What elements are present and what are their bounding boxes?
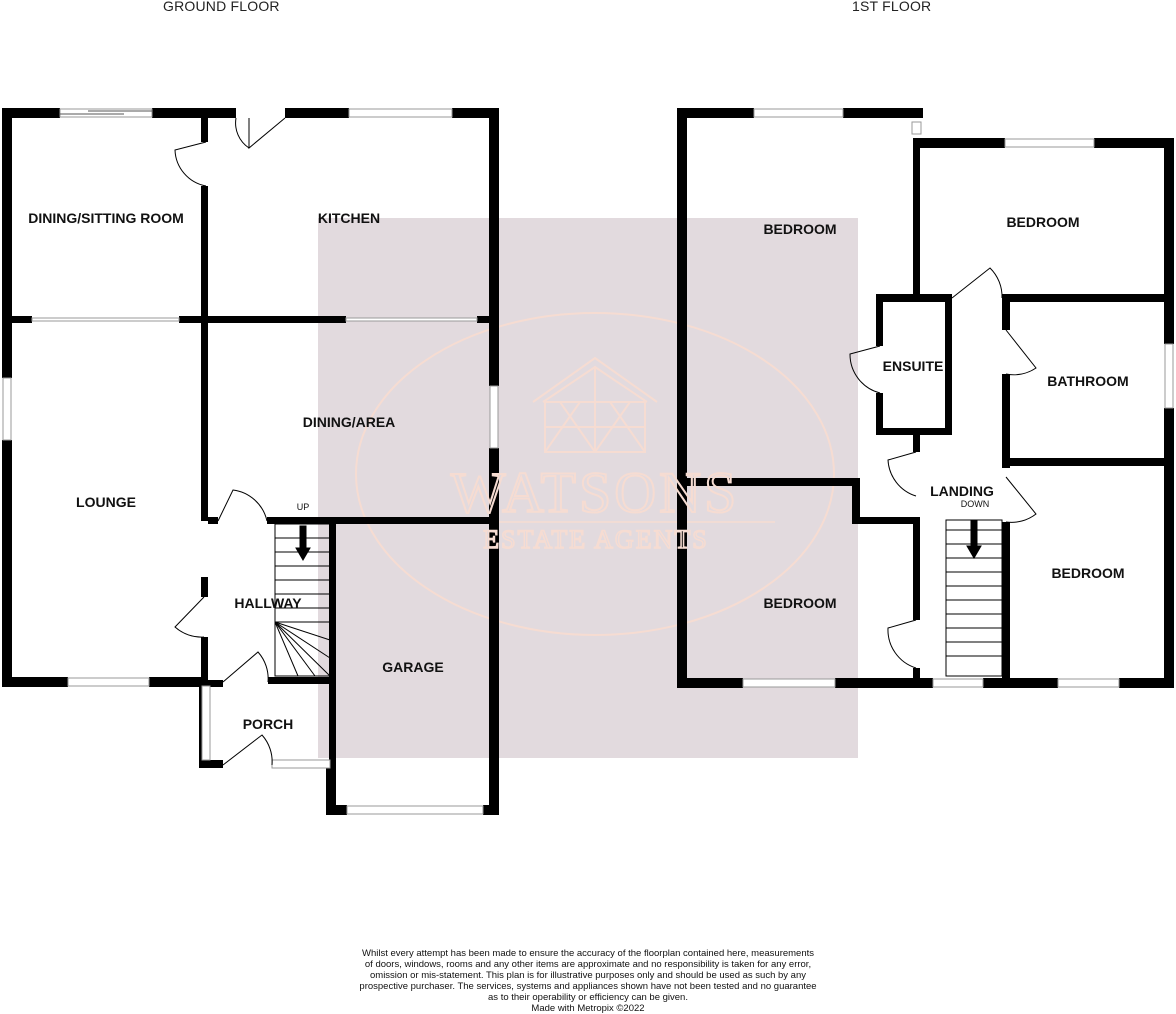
room-label-dining-area: DINING/AREA [302, 414, 396, 430]
disclaimer-line: of doors, windows, rooms and any other i… [364, 959, 812, 970]
ground-floor-walls [2, 108, 499, 815]
metropix-credit: Made with Metropix ©2022 [531, 1003, 645, 1014]
ground-floor-windows [2, 108, 499, 815]
stairs-down-label: DOWN [960, 499, 990, 509]
disclaimer-line: as to their operability or efficiency ca… [488, 992, 688, 1003]
room-label-bathroom: BATHROOM [1047, 373, 1129, 389]
ground-floor-title: GROUND FLOOR [163, 0, 280, 14]
room-label-porch: PORCH [242, 716, 294, 732]
ground-stairs [274, 523, 331, 677]
room-label-garage: GARAGE [382, 659, 444, 675]
first-floor-windows [742, 108, 1174, 688]
room-label-bedroom-right-top: BEDROOM [1006, 214, 1080, 230]
room-label-hallway: HALLWAY [234, 595, 302, 611]
watermark-subtitle: ESTATE AGENTS [483, 525, 708, 554]
first-floor-stairs [945, 519, 1003, 677]
first-floor-title: 1ST FLOOR [852, 0, 932, 14]
disclaimer-line: omission or mis-statement. This plan is … [370, 970, 806, 981]
sliding-door-marks [60, 110, 152, 115]
first-floor-doors [849, 267, 1037, 669]
room-label-landing: LANDING [930, 483, 994, 499]
disclaimer-line: prospective purchaser. The services, sys… [359, 981, 817, 992]
watermark-panel [318, 218, 858, 758]
room-label-ensuite: ENSUITE [882, 358, 944, 374]
disclaimer-line: Whilst every attempt has been made to en… [361, 948, 815, 959]
room-label-lounge: LOUNGE [76, 494, 136, 510]
stairs-up-label: UP [296, 502, 310, 512]
disclaimer-text: Whilst every attempt has been made to en… [356, 948, 820, 1014]
watermark-name: WATSONS [451, 460, 740, 525]
ground-floor-doors [174, 117, 286, 766]
room-label-dining-sitting: DINING/SITTING ROOM [28, 210, 184, 226]
room-label-bedroom-main: BEDROOM [763, 221, 837, 237]
room-label-kitchen: KITCHEN [317, 210, 381, 226]
first-floor-walls [677, 108, 1174, 688]
watermark-logo [355, 312, 835, 636]
room-label-bedroom-bottom-left: BEDROOM [763, 595, 837, 611]
room-label-bedroom-bottom-right: BEDROOM [1051, 565, 1125, 581]
